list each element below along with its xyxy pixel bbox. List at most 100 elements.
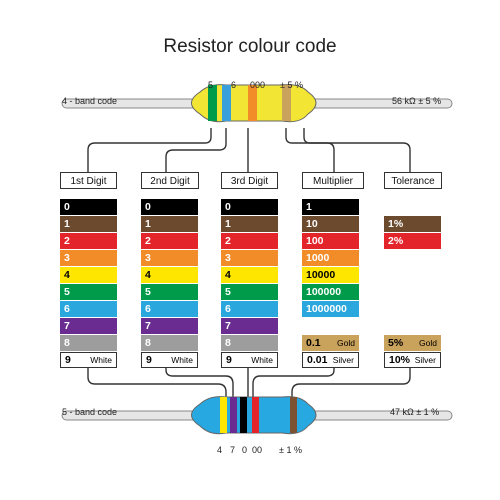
colour-cell-red: 2% [384,233,441,249]
cell-value: 7 [225,320,231,332]
cell-value: 1000000 [306,303,347,315]
cell-value: 100000 [306,286,342,298]
cell-value: 10000 [306,269,336,281]
header-2nd-digit: 2nd Digit [141,172,199,189]
bottom-connector-4 [252,360,335,402]
header-tolerance: Tolerance [384,172,442,189]
four-band-label: 4 - band code [62,96,118,106]
cell-value: 2 [64,235,70,247]
colour-cell-red: 2 [221,233,278,249]
bottom-connector-1 [87,360,227,402]
column-2nd-digit: 0 1 2 3 4 5 6 7 8 9 White [141,199,198,369]
colour-cell-gold: 5% Gold [384,335,441,351]
cell-value: 1000 [306,252,330,264]
colour-cell-black: 0 [141,199,198,215]
colour-cell-orange: 3 [221,250,278,266]
bottom-band-label-4: 00 [252,445,263,455]
cell-colour-name: White [171,355,193,365]
cell-value: 100 [306,235,324,247]
colour-cell-grey: 8 [141,335,198,351]
colour-cell-yellow: 4 [60,267,117,283]
colour-cell-brown: 1% [384,216,441,232]
colour-cell-brown: 10 [302,216,359,232]
top-connector-1 [87,128,212,172]
cell-colour-name: Silver [414,355,436,365]
cell-value: 10% [389,354,411,366]
colour-cell-brown: 1 [221,216,278,232]
top-band-label-3: 000 [250,80,266,90]
top-band-1 [208,85,217,121]
cell-value: 9 [226,354,232,366]
colour-cell-blue: 6 [221,301,278,317]
top-band-label-2: 6 [231,80,237,90]
top-band-2 [222,85,231,121]
colour-cell-violet: 7 [141,318,198,334]
cell-colour-name: White [251,355,273,365]
column-tolerance: 1% 2% 5% Gold 10%Silver [384,199,441,369]
cell-colour-name: White [90,355,112,365]
cell-value: 5% [388,337,404,349]
cell-value: 0.1 [306,337,321,349]
cell-value: 9 [146,354,152,366]
cell-value: 5 [64,286,70,298]
colour-cell-silver: 10%Silver [384,352,441,368]
bottom-connector-2 [165,360,234,402]
cell-value: 4 [225,269,231,281]
cell-value: 3 [145,252,151,264]
top-band-3 [248,85,257,121]
header-multiplier: Multiplier [302,172,364,189]
cell-value: 0.01 [307,354,328,366]
cell-value: 5 [225,286,231,298]
top-connector-5 [303,128,411,172]
cell-colour-name: Gold [337,338,355,348]
cell-value: 8 [145,337,151,349]
bottom-band-1 [220,397,227,433]
cell-value: 7 [145,320,151,332]
five-band-label: 5 - band code [62,407,118,417]
cell-value: 3 [225,252,231,264]
colour-cell-green: 5 [141,284,198,300]
colour-cell-black: 0 [221,199,278,215]
bottom-band-5 [290,397,297,433]
cell-value: 4 [64,269,70,281]
colour-cell-silver: 0.01 Silver [302,352,359,368]
colour-cell-white: 9 White [141,352,198,368]
colour-cell-violet: 7 [221,318,278,334]
colour-cell-black: 0 [60,199,117,215]
bottom-band-label-1: 4 [217,445,223,455]
colour-cell-yellow: 4 [141,267,198,283]
cell-value: 7 [64,320,70,332]
five-band-value: 47 kΩ ± 1 % [390,407,440,417]
cell-value: 1 [145,218,151,230]
colour-cell-orange: 3 [60,250,117,266]
cell-value: 0 [64,201,70,213]
cell-colour-name: Gold [419,338,437,348]
colour-cell-red: 2 [60,233,117,249]
top-band-label-1: 5 [208,80,214,90]
five-band-resistor [61,396,453,435]
cell-value: 6 [64,303,70,315]
cell-value: 1% [388,218,404,230]
cell-value: 1 [306,201,312,213]
cell-value: 2 [225,235,231,247]
colour-cell-black: 1 [302,199,359,215]
cell-value: 1 [64,218,70,230]
header-1st-digit: 1st Digit [60,172,117,189]
colour-cell-grey: 8 [60,335,117,351]
cell-value: 8 [64,337,70,349]
cell-value: 8 [225,337,231,349]
colour-cell-violet: 7 [60,318,117,334]
cell-value: 2% [388,235,404,247]
column-multiplier: 1 10 100 1000 10000 100000 1000000 0.1 Gold 0.01 S… [302,199,359,369]
header-3rd-digit: 3rd Digit [221,172,278,189]
colour-cell-green: 5 [221,284,278,300]
cell-value: 6 [145,303,151,315]
cell-value: 5 [145,286,151,298]
cell-colour-name: Silver [332,355,354,365]
cell-value: 2 [145,235,151,247]
colour-cell-green: 100000 [302,284,359,300]
